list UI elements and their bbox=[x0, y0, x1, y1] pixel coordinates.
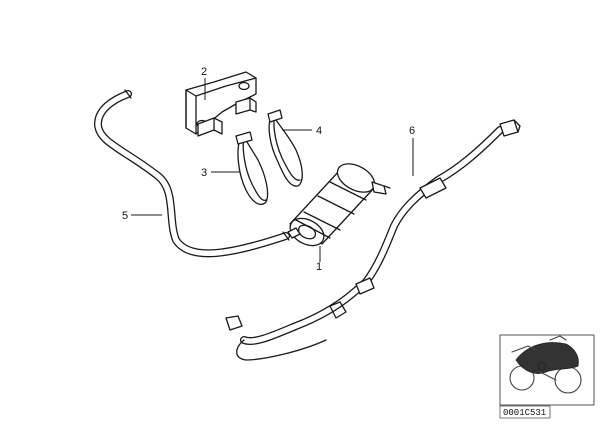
clamp-part-4 bbox=[267, 109, 303, 187]
bracket-part-2 bbox=[185, 71, 257, 137]
callout-6: 6 bbox=[409, 125, 415, 137]
reference-code-box: 0001C531 bbox=[499, 405, 551, 419]
reference-code: 0001C531 bbox=[503, 408, 546, 418]
callout-4: 4 bbox=[316, 125, 322, 137]
fuel-line-part-6 bbox=[225, 119, 521, 361]
clamp-part-3 bbox=[235, 131, 269, 205]
inset-motorcycle bbox=[499, 334, 595, 406]
callout-3: 3 bbox=[201, 167, 207, 179]
fuel-filter-part-1 bbox=[287, 163, 391, 247]
callout-1: 1 bbox=[316, 261, 322, 273]
callout-2: 2 bbox=[201, 66, 207, 78]
hose-part-5 bbox=[94, 89, 290, 258]
leader-lines bbox=[131, 78, 414, 262]
callout-5: 5 bbox=[122, 210, 128, 222]
